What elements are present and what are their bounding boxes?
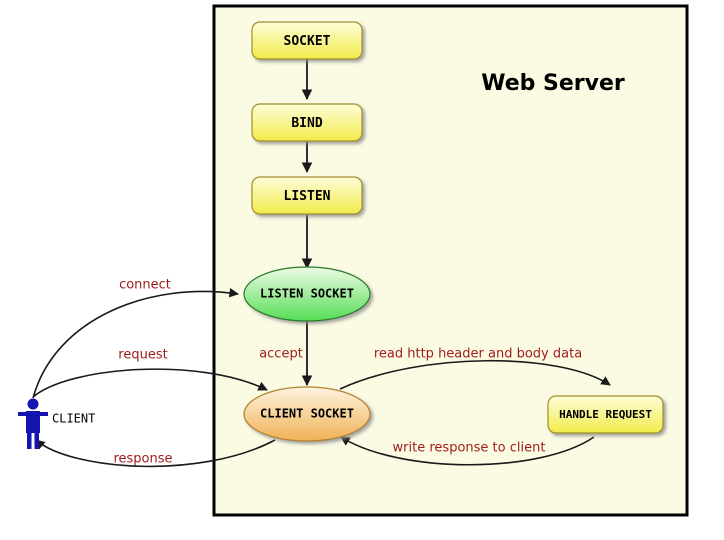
edge-client-to-client-socket [32, 368, 268, 398]
edge-handle-request-to-client-socket [340, 436, 595, 466]
node-bind[interactable]: BIND [251, 103, 363, 142]
node-client-socket-shape [243, 386, 371, 442]
node-client-socket-label: CLIENT SOCKET [260, 407, 354, 421]
edge-label-write-response: write response to client [393, 441, 546, 456]
node-listen-socket-shape [243, 266, 371, 322]
edge-label-accept: accept [259, 347, 303, 362]
node-socket[interactable]: SOCKET [251, 21, 363, 60]
actor-arm-right-icon [40, 412, 48, 416]
actor-body-icon [26, 411, 40, 433]
node-listen[interactable]: LISTEN [251, 176, 363, 215]
edge-label-response: response [113, 452, 172, 467]
node-listen-socket-label: LISTEN SOCKET [260, 287, 354, 301]
actor-leg-right-icon [34, 432, 39, 449]
edge-client-to-listen-socket [32, 287, 239, 399]
actor-leg-left-icon [27, 432, 32, 449]
node-listen-socket[interactable]: LISTEN SOCKET [243, 266, 371, 322]
edge-label-read-http: read http header and body data [374, 347, 582, 362]
node-bind-label: BIND [291, 116, 322, 131]
edge-client-socket-to-handle-request [339, 359, 611, 390]
node-listen-label: LISTEN [284, 189, 331, 204]
node-socket-label: SOCKET [284, 34, 331, 49]
page-title: Web Server [481, 71, 625, 96]
edge-client-socket-to-client [35, 439, 276, 468]
node-listen-shape [251, 176, 363, 215]
actor-client-label: CLIENT [52, 412, 95, 426]
node-bind-shape [251, 103, 363, 142]
node-socket-shape [251, 21, 363, 60]
edge-label-request: request [118, 348, 167, 363]
node-client-socket[interactable]: CLIENT SOCKET [243, 386, 371, 442]
node-handle-request[interactable]: HANDLE REQUEST [547, 395, 664, 434]
actor-client[interactable]: CLIENT [18, 398, 95, 450]
node-handle-request-shape [547, 395, 664, 434]
node-handle-request-label: HANDLE REQUEST [559, 408, 652, 421]
edge-label-connect: connect [119, 278, 171, 293]
actor-arm-left-icon [18, 412, 26, 416]
actor-head-icon [27, 398, 39, 410]
